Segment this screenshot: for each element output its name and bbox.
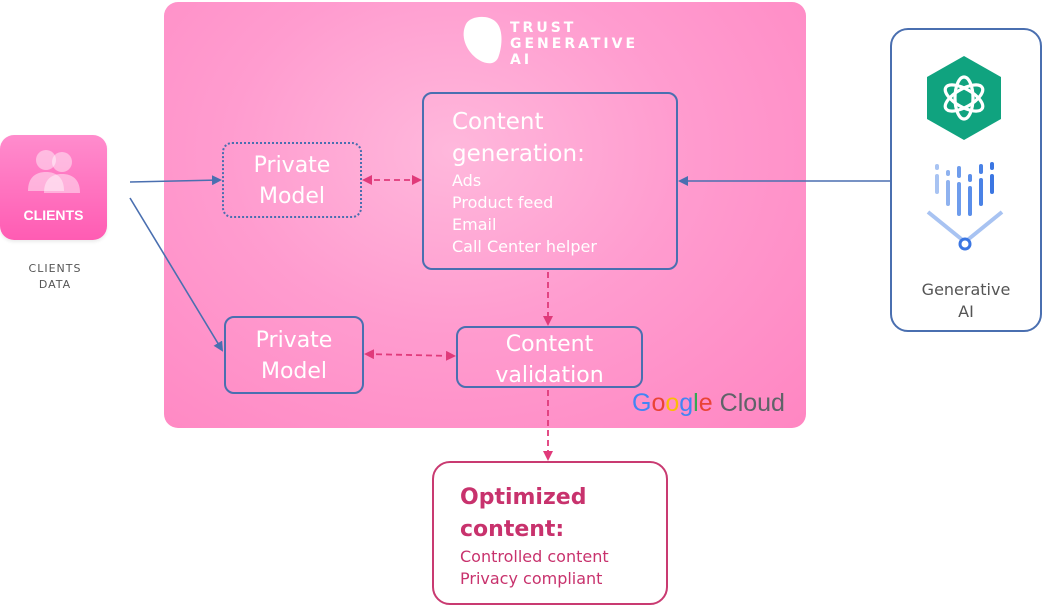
optimized-content-item-privacy: Privacy compliant bbox=[460, 569, 603, 588]
google-cloud-word: Cloud bbox=[719, 389, 785, 417]
google-letter-e: e bbox=[698, 389, 713, 417]
generative-ai-label: Generative AI bbox=[892, 279, 1040, 323]
optimized-content-title-line1: Optimized bbox=[460, 485, 587, 510]
optimized-content-title-line2: content: bbox=[460, 517, 565, 542]
private-model-bottom-line2: Model bbox=[260, 359, 328, 384]
google-letter-g2: g bbox=[679, 389, 694, 417]
optimized-content-box: Optimized content: Controlled content Pr… bbox=[432, 461, 668, 605]
content-generation-title-line2: generation: bbox=[452, 141, 585, 167]
generative-ai-line2: AI bbox=[958, 302, 974, 321]
content-generation-item-email: Email bbox=[452, 215, 497, 234]
google-letter-o1: o bbox=[651, 389, 666, 417]
generative-ai-line1: Generative bbox=[921, 280, 1011, 299]
google-letter-o2: o bbox=[665, 389, 680, 417]
clients-data-line1: CLIENTS bbox=[28, 262, 82, 275]
logo-line-ai: AI bbox=[510, 52, 533, 68]
private-model-top-box: Private Model bbox=[222, 142, 362, 218]
main-cloud-panel bbox=[164, 2, 806, 428]
optimized-content-item-controlled: Controlled content bbox=[460, 547, 609, 566]
content-generation-item-product-feed: Product feed bbox=[452, 193, 554, 212]
clients-data-label: CLIENTS DATA bbox=[10, 261, 100, 293]
content-generation-box: Content generation: Ads Product feed Ema… bbox=[422, 92, 678, 270]
google-letter-g: G bbox=[632, 389, 652, 417]
private-model-top-line1: Private bbox=[253, 153, 331, 178]
clients-tile-label: CLIENTS bbox=[23, 207, 84, 223]
openai-icon bbox=[927, 56, 1001, 140]
trust-generative-ai-logo-icon bbox=[463, 16, 502, 64]
content-generation-item-call-center-helper: Call Center helper bbox=[452, 237, 597, 256]
content-validation-line2: validation bbox=[495, 363, 604, 388]
content-validation-line1: Content bbox=[505, 332, 594, 357]
clients-tile: CLIENTS bbox=[0, 135, 107, 240]
private-model-bottom-line1: Private bbox=[255, 328, 333, 353]
google-letter-l: l bbox=[693, 389, 699, 417]
private-model-bottom-box: Private Model bbox=[224, 316, 364, 394]
content-validation-box: Content validation bbox=[456, 326, 643, 388]
trust-generative-ai-logo-text: TRUST GENERATIVE AI bbox=[510, 20, 638, 68]
clients-data-line2: DATA bbox=[38, 278, 72, 291]
gemini-icon bbox=[926, 162, 1004, 251]
logo-line-generative: GENERATIVE bbox=[510, 36, 639, 52]
content-generation-item-ads: Ads bbox=[452, 171, 482, 190]
logo-line-trust: TRUST bbox=[510, 20, 577, 36]
private-model-top-line2: Model bbox=[258, 184, 326, 209]
content-generation-title-line1: Content bbox=[452, 109, 544, 135]
people-icon bbox=[28, 150, 80, 193]
